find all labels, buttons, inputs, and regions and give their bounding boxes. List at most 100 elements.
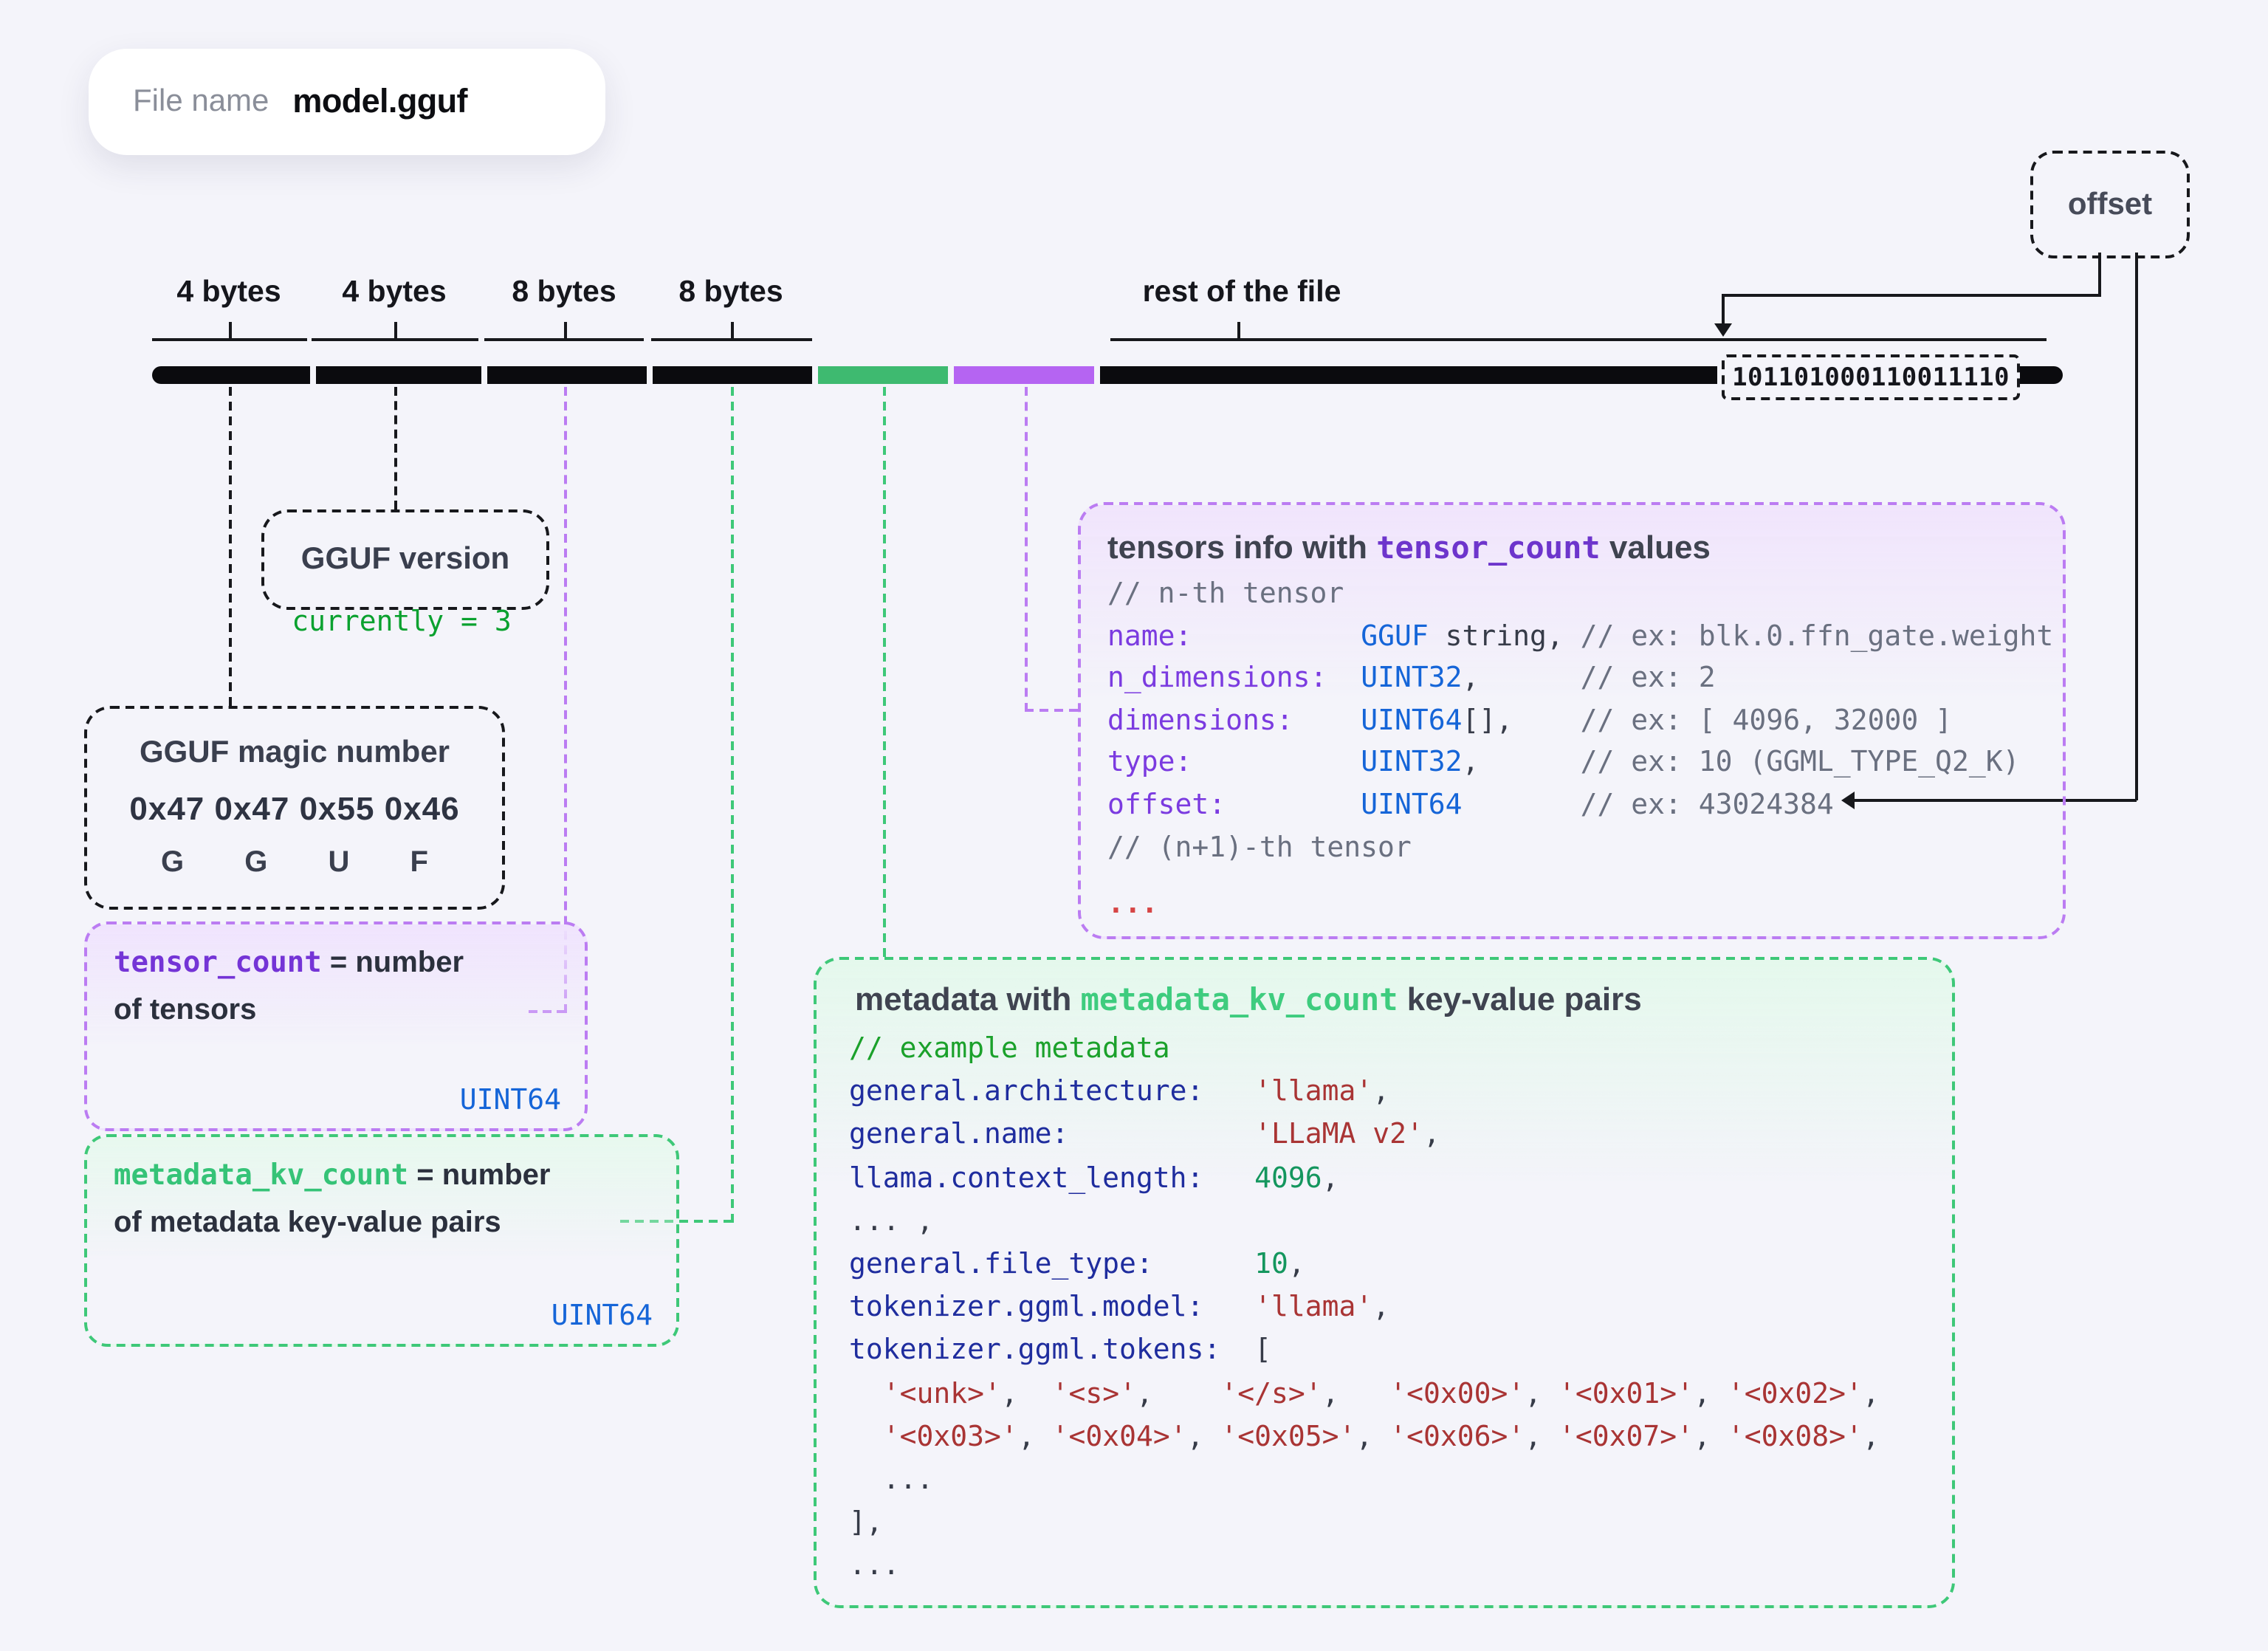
code-segment: general.name: [849, 1118, 1069, 1151]
tensor-count-line2: of tensors [114, 994, 257, 1026]
code-line: general.architecture: 'llama', [849, 1071, 1880, 1113]
code-segment: UINT64 [1361, 704, 1463, 737]
leader-line [394, 387, 397, 509]
metadata-title: metadata with metadata_kv_count key-valu… [855, 981, 1642, 1019]
bracket-line [312, 338, 478, 341]
code-segment: , [1862, 1420, 1880, 1453]
metadata-kv-count-box: metadata_kv_count = number of metadata k… [84, 1134, 679, 1347]
offset-connector-line [2135, 253, 2138, 800]
code-line: ... [1107, 883, 2053, 925]
code-segment: general.architecture: [849, 1075, 1204, 1108]
code-segment [1293, 704, 1361, 737]
code-segment: , [1372, 1075, 1390, 1108]
code-segment: '<0x00>' [1389, 1377, 1525, 1410]
metadata-kv-count-type: UINT64 [551, 1300, 653, 1332]
code-segment [1068, 1119, 1254, 1151]
code-segment: '<0x04>' [1051, 1420, 1187, 1453]
code-line: n_dimensions: UINT32, // ex: 2 [1107, 657, 2053, 699]
gguf-version-box: GGUF version [261, 509, 549, 610]
leader-line [731, 387, 734, 1223]
magic-letter: G [161, 845, 185, 879]
code-segment: , [1136, 1377, 1221, 1410]
metadata-kv-count-code: metadata_kv_count [114, 1158, 409, 1192]
code-segment: '<0x01>' [1559, 1377, 1694, 1410]
code-segment: , [1462, 746, 1581, 779]
leader-line [1025, 709, 1078, 712]
code-line: tokenizer.ggml.tokens: [ [849, 1330, 1880, 1373]
code-segment: // ex: [ 4096, 32000 ] [1580, 704, 1952, 737]
title-segment: metadata with [855, 981, 1081, 1017]
gguf-version-label: GGUF version [300, 542, 510, 576]
leader-line [1025, 387, 1028, 712]
code-segment: // (n+1)-th tensor [1107, 831, 1412, 864]
offset-connector-line [2098, 253, 2101, 295]
code-segment: // ex: 43024384 [1580, 788, 1834, 821]
file-bar-segment [316, 366, 481, 383]
code-line: '<unk>', '<s>', '</s>', '<0x00>', '<0x01… [849, 1373, 1880, 1415]
bracket-tick [229, 322, 232, 338]
code-segment: , [1462, 662, 1581, 695]
metadata-kv-count-line2: of metadata key-value pairs [114, 1206, 501, 1239]
offset-tag-label: offset [2067, 187, 2153, 221]
code-segment: ... [849, 1549, 900, 1582]
binary-offset-value: 101101000110011110 [1722, 354, 2020, 400]
code-segment: , [1525, 1377, 1559, 1410]
code-segment: name: [1107, 619, 1192, 653]
code-segment: dimensions: [1107, 704, 1293, 737]
code-segment: llama.context_length: [849, 1161, 1204, 1195]
code-line: // example metadata [849, 1028, 1880, 1071]
code-line: dimensions: UINT64[], // ex: [ 4096, 320… [1107, 700, 2053, 742]
tensor-count-code: tensor_count [114, 945, 322, 979]
code-segment: // n-th tensor [1107, 577, 1344, 610]
file-name-value: model.gguf [292, 83, 467, 120]
code-segment: [ [1254, 1334, 1272, 1367]
code-segment: '</s>' [1220, 1377, 1322, 1410]
bracket-line [484, 338, 644, 341]
code-segment: 'LLaMA v2' [1254, 1118, 1423, 1151]
bracket-tick [1237, 322, 1240, 338]
code-segment: '<s>' [1051, 1377, 1136, 1410]
offset-arrow-down [1714, 323, 1732, 337]
code-segment: UINT32 [1361, 746, 1463, 779]
file-bar-segment [487, 366, 647, 383]
code-segment: // ex: blk.0.ffn_gate.weight [1580, 619, 2054, 653]
file-name-pill: File name model.gguf [89, 49, 605, 155]
code-segment: '<0x08>' [1727, 1420, 1863, 1453]
code-segment: general.file_type: [849, 1247, 1153, 1280]
code-segment: , [1862, 1377, 1880, 1410]
tensors-info-box: tensors info with tensor_count values //… [1078, 502, 2066, 939]
metadata-box: metadata with metadata_kv_count key-valu… [814, 957, 1955, 1608]
code-line: ], [849, 1502, 1880, 1545]
tensor-count-box: tensor_count = number of tensors UINT64 [84, 921, 588, 1131]
code-segment: GGUF [1361, 619, 1429, 653]
code-line: ... , [849, 1201, 1880, 1243]
title-segment: key-value pairs [1398, 981, 1642, 1017]
code-line: '<0x03>', '<0x04>', '<0x05>', '<0x06>', … [849, 1415, 1880, 1458]
currently-note: currently = 3 [292, 605, 512, 638]
bracket-line [1110, 338, 2047, 341]
code-segment: , [1372, 1291, 1390, 1324]
magic-letter: U [328, 845, 350, 879]
code-segment [1203, 1291, 1254, 1323]
magic-number-hex: 0x47 0x47 0x55 0x46 [129, 789, 460, 826]
bracket-tick [731, 322, 734, 338]
bracket-tick [394, 322, 397, 338]
offset-tag: offset [2030, 151, 2190, 258]
file-bar-segment [152, 366, 310, 383]
code-segment: string, [1428, 619, 1581, 653]
file-bar-segment [818, 366, 948, 383]
code-segment [1220, 1334, 1254, 1367]
code-segment: ... , [849, 1204, 934, 1238]
code-segment [1153, 1248, 1254, 1280]
code-segment: tokenizer.ggml.model: [849, 1291, 1204, 1324]
code-segment: 'llama' [1254, 1075, 1373, 1108]
code-segment [1462, 789, 1580, 821]
magic-letter: F [410, 845, 428, 879]
code-segment: , [1322, 1161, 1339, 1195]
code-segment: ], [849, 1506, 883, 1540]
code-segment: , [1694, 1420, 1728, 1453]
code-segment: , [1423, 1118, 1440, 1151]
